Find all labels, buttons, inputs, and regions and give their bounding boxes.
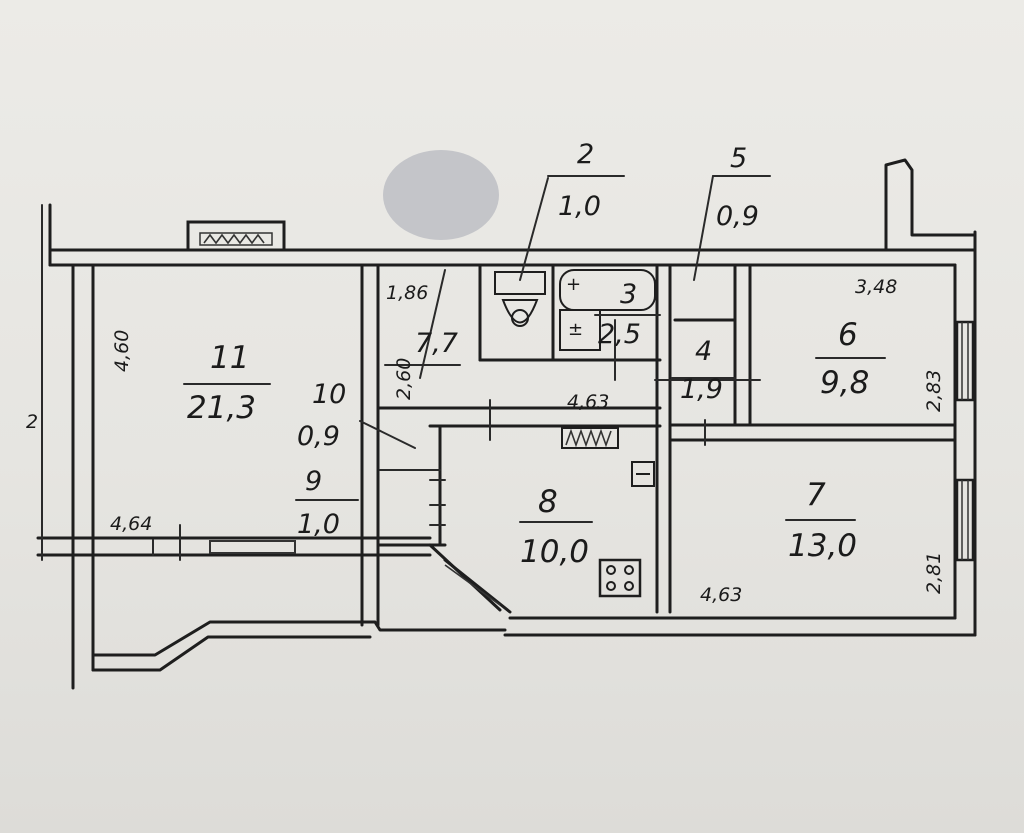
dim-hall-top: 1,86	[386, 282, 428, 304]
room3-number: 3	[620, 279, 637, 310]
dim-room7-width: 4,63	[700, 584, 742, 606]
room8-number: 8	[538, 484, 558, 520]
room4-area: 1,9	[680, 374, 723, 405]
dim-hall-side: 2,60	[393, 358, 415, 400]
stove-icon	[598, 558, 642, 598]
room7-number: 7	[806, 477, 826, 513]
toilet-fixture	[494, 271, 546, 327]
room2-area: 1,0	[558, 191, 601, 222]
corridor-steps	[379, 469, 446, 526]
dim-room7-height: 2,81	[923, 552, 945, 594]
room2-number: 2	[577, 139, 594, 170]
dim-corridor: 4,63	[567, 391, 609, 413]
room10-number: 10	[312, 379, 346, 410]
interior-walls	[360, 263, 957, 627]
radiator-kitchen	[561, 427, 619, 449]
dim-left-edge: 2	[26, 411, 38, 433]
window-right-bottom	[955, 478, 975, 562]
room5-area: 0,9	[716, 201, 759, 232]
sink-icon	[631, 461, 655, 487]
room6-number: 6	[838, 317, 858, 353]
dimension-ticks	[152, 175, 886, 561]
svg-text:±: ±	[568, 319, 583, 340]
room3-area: 2,5	[598, 319, 641, 350]
dim-room6-height: 2,83	[923, 370, 945, 412]
radiator-box	[186, 220, 286, 252]
window-right-top	[955, 320, 975, 402]
room8-area: 10,0	[520, 534, 589, 570]
redaction-mark	[383, 150, 499, 240]
room7-area: 13,0	[788, 528, 857, 564]
dim-room11-height: 4,60	[111, 330, 133, 372]
bathtub-fixture: + ±	[559, 269, 656, 351]
room9-area: 1,0	[297, 509, 340, 540]
hall-area: 7,7	[415, 328, 458, 359]
room4-number: 4	[695, 336, 712, 367]
room5-number: 5	[730, 143, 747, 174]
room10-area: 0,9	[297, 421, 340, 452]
room11-area: 21,3	[187, 390, 256, 426]
exterior-walls	[36, 203, 977, 690]
room9-number: 9	[305, 466, 322, 497]
dim-room6-width: 3,48	[855, 276, 897, 298]
vent-stack	[884, 158, 977, 252]
dim-room11-width: 4,64	[110, 513, 152, 535]
radiator-room11	[209, 540, 296, 554]
room6-area: 9,8	[820, 365, 869, 401]
svg-text:+: +	[566, 274, 581, 295]
angled-door	[428, 543, 512, 614]
room11-number: 11	[210, 340, 249, 376]
